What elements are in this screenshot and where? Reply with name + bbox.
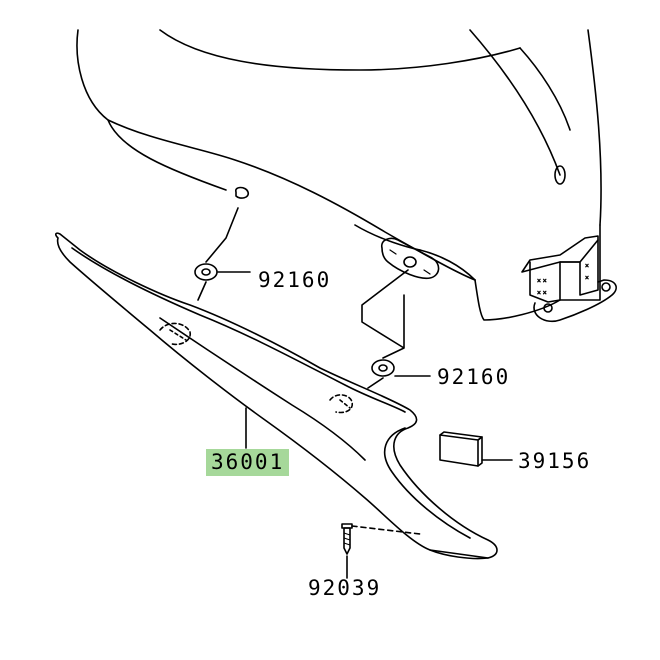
part-number-39156: 39156 [518,449,592,473]
leader-grommet-upper [197,207,251,301]
side-cover-36001 [55,232,498,560]
grommet-upper [194,263,218,281]
pad-39156 [439,431,483,467]
svg-text:× ×: × × [537,277,547,285]
screw-92039 [341,523,421,555]
part-number-36001: 36001 [206,449,290,476]
upper-mount-boss [235,186,250,199]
svg-text:× ×: × × [537,289,547,297]
part-number-92160-lower: 92160 [437,365,511,389]
part-number-92039: 92039 [308,576,382,600]
fuel-tank-body [76,29,602,321]
part-number-92160-upper: 92160 [258,268,332,292]
grommet-lower [371,359,395,377]
tank-side-mount-plate [380,237,440,280]
tank-rear-bracket: × × × × × × [521,235,617,322]
svg-text:×: × [585,262,589,270]
leader-grommet-lower [361,269,431,389]
svg-text:×: × [585,274,589,282]
